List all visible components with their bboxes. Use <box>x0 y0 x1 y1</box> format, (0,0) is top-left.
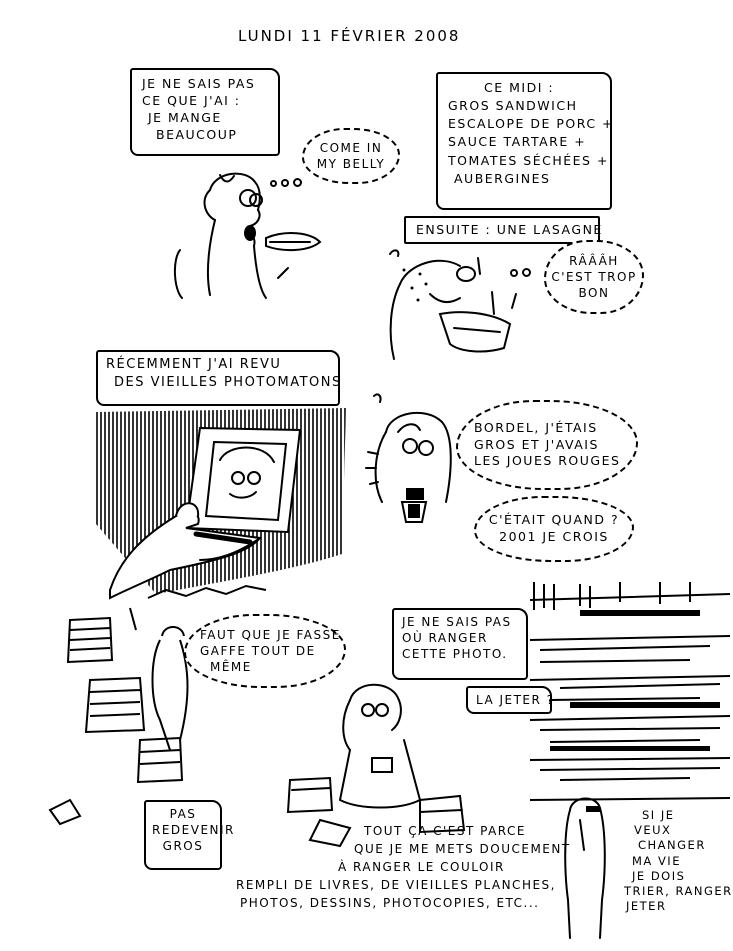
narration-line: que je me mets doucement <box>354 842 571 856</box>
panel-2-thought-cloud: Râââh c'est trop bon <box>544 240 644 314</box>
caption-line: escalope de porc + <box>448 116 614 132</box>
caption-line: Ensuite : une lasagne <box>416 222 603 237</box>
shocked-person-drawing <box>365 393 452 523</box>
panel-4-thought-cloud-1: Bordel, j'étais gros et j'avais les joue… <box>456 400 638 490</box>
speech-line: où ranger <box>402 631 488 646</box>
caption-line: Récemment j'ai revu <box>106 357 282 372</box>
panel-4-thought-cloud-2: C'était quand ? 2001 je crois <box>474 496 634 562</box>
panel-1-thought-cloud: Come in my belly <box>302 128 400 184</box>
panel-5-thought-cloud: Faut que je fasse gaffe tout de même <box>184 614 346 688</box>
thought-line: Faut que je fasse <box>200 627 341 642</box>
thought-line: c'est trop <box>551 269 637 284</box>
caption-line: sauce tartare + <box>448 134 587 150</box>
thought-line: Bordel, j'étais <box>474 419 598 435</box>
side-line: Si je <box>642 808 675 822</box>
caption-line: beaucoup <box>156 126 238 142</box>
caption-line: Ce midi : <box>484 80 555 95</box>
side-line: trier, ranger, <box>624 883 733 898</box>
caption-line: tomates séchées + <box>448 152 609 168</box>
thought-line: gros et j'avais <box>474 436 599 452</box>
narration-line: à ranger le couloir <box>338 860 505 874</box>
panel-5-speech-box-la-jeter: La jeter ? <box>466 686 555 714</box>
thought-line: bon <box>578 286 610 301</box>
bookshelves-drawing <box>529 582 731 801</box>
hand-holding-photo-booth-picture <box>109 426 302 600</box>
page-date: Lundi 11 Février 2008 <box>238 27 461 45</box>
narration-line: Tout ça c'est parce <box>364 824 527 838</box>
thought-line: C'était quand ? <box>488 512 620 528</box>
person-eating-sandwich-drawing <box>174 172 322 299</box>
thought-line: les joues rouges <box>474 453 621 469</box>
side-line: ma vie <box>632 853 681 868</box>
caption-line: Pas <box>169 807 197 821</box>
side-text: Si je veux changer ma vie je dois trier,… <box>624 808 733 914</box>
thought-line: my belly <box>316 157 386 171</box>
caption-line: Gros sandwich <box>448 98 578 114</box>
panel-2-caption-lasagne: Ensuite : une lasagne <box>404 216 603 244</box>
standing-person-drawing <box>564 797 606 939</box>
caption-line: Je ne sais pas <box>142 76 256 91</box>
caption-line: je mange <box>148 109 222 125</box>
caption-line: gros <box>162 839 204 854</box>
panel-2-menu-box: Ce midi : Gros sandwich escalope de porc… <box>436 72 614 210</box>
thought-line: Come in <box>319 140 383 155</box>
panel-3-caption-box: Récemment j'ai revu des vieilles photoma… <box>96 350 340 406</box>
thought-bubble-dots <box>270 172 306 191</box>
thought-line: même <box>210 660 252 675</box>
narration-line: rempli de livres, de vieilles planches, <box>236 878 556 892</box>
speech-line: Je ne sais pas <box>402 615 512 629</box>
narration-line: photos, dessins, photocopies, etc... <box>240 896 540 910</box>
narration-text: Tout ça c'est parce que je me mets douce… <box>236 822 571 912</box>
thought-line: Râââh <box>569 253 619 268</box>
speech-line: cette photo. <box>402 647 508 662</box>
book-stacks-drawing <box>48 607 189 826</box>
panel-5-caption-box: Pas redevenir gros <box>144 800 235 870</box>
caption-line: des vieilles photomatons <box>114 374 342 390</box>
panel-1-caption-box: Je ne sais pas ce que j'ai : je mange be… <box>130 68 280 156</box>
caption-line: redevenir <box>152 823 235 838</box>
side-line: je dois <box>632 868 686 883</box>
thought-line: gaffe tout de <box>200 643 316 658</box>
caption-line: ce que j'ai : <box>142 92 241 108</box>
thought-line: 2001 je crois <box>499 529 609 544</box>
thought-bubble-dots <box>510 262 535 281</box>
speech-line: La jeter ? <box>476 693 555 707</box>
panel-5-speech-box: Je ne sais pas où ranger cette photo. <box>392 608 528 680</box>
side-line: jeter <box>626 899 667 914</box>
side-line: changer <box>638 838 706 853</box>
seated-person-sorting-photos-drawing <box>286 683 466 848</box>
caption-line: aubergines <box>454 170 551 186</box>
person-eating-lasagne-drawing <box>389 249 517 360</box>
side-line: veux <box>634 823 672 838</box>
